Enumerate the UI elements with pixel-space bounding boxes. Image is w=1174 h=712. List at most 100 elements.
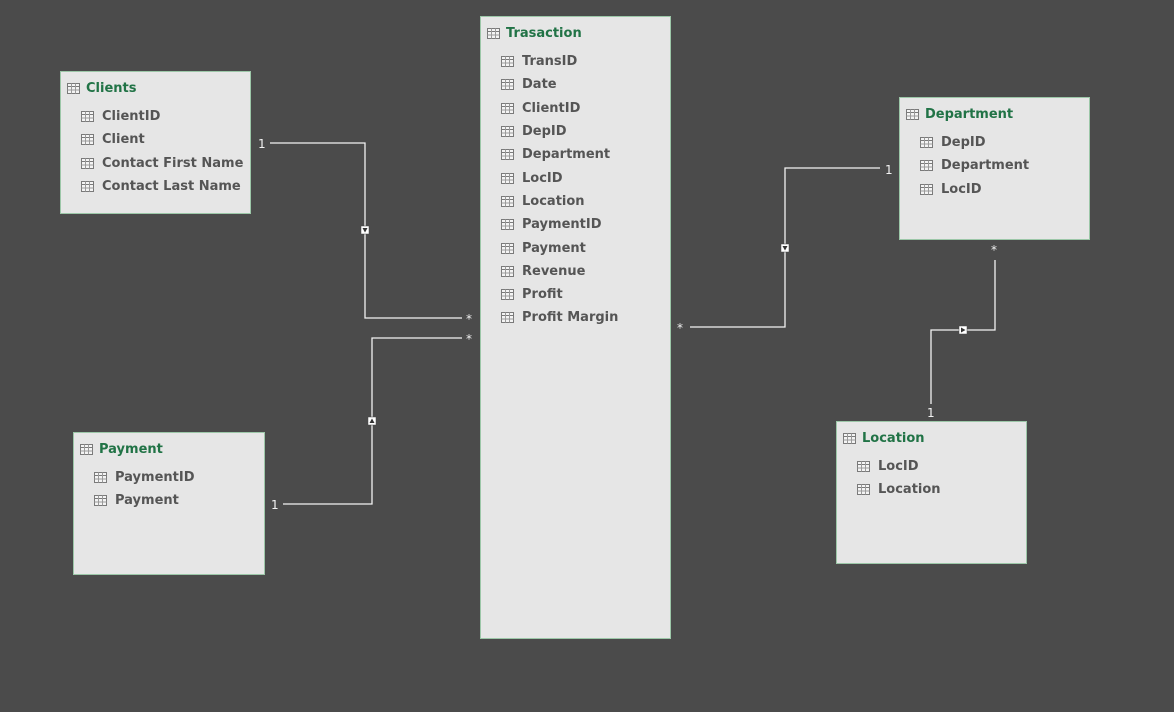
table-header: Trasaction [481,23,670,43]
field-list: PaymentID Payment [74,466,264,513]
field-row[interactable]: PaymentID [481,213,670,236]
cardinality-one-label: 1 [271,498,279,512]
field-label: Revenue [522,263,586,279]
table-transaction[interactable]: Trasaction TransID Date ClientID DepID D… [480,16,671,639]
field-row[interactable]: Payment [481,236,670,259]
field-row[interactable]: DepID [900,131,1089,154]
field-row[interactable]: Location [837,478,1026,501]
field-label: Department [522,147,611,163]
field-label: Contact Last Name [102,179,241,195]
field-row[interactable]: Client [61,128,250,151]
filter-direction-icon [780,243,790,253]
cardinality-many-label: * [991,243,997,257]
field-label: Payment [522,240,586,256]
cardinality-one-label: 1 [927,406,935,420]
relationship-line[interactable] [930,260,996,404]
column-icon [501,172,514,184]
column-icon [501,79,514,91]
filter-direction-icon [367,416,377,426]
column-icon [501,265,514,277]
field-label: PaymentID [115,470,195,486]
column-icon [501,195,514,207]
field-row[interactable]: Profit Margin [481,306,670,329]
field-row[interactable]: Revenue [481,260,670,283]
field-label: Department [941,158,1030,174]
column-icon [501,289,514,301]
relationship-clients-transaction[interactable]: 1 * [258,137,472,326]
field-label: Profit Margin [522,310,619,326]
cardinality-many-label: * [466,312,472,326]
field-row[interactable]: LocID [837,455,1026,478]
relationship-department-transaction[interactable]: 1 * [677,163,893,335]
field-list: LocID Location [837,455,1026,502]
field-label: PaymentID [522,217,602,233]
table-department[interactable]: Department DepID Department LocID [899,97,1090,240]
column-icon [81,111,94,123]
relationship-location-department[interactable]: 1 * [927,243,997,420]
table-header: Clients [61,78,250,98]
field-row[interactable]: Department [481,143,670,166]
table-payment[interactable]: Payment PaymentID Payment [73,432,265,575]
column-icon [501,312,514,324]
field-label: TransID [522,54,578,70]
field-row[interactable]: LocID [900,178,1089,201]
table-icon [487,27,500,39]
cardinality-many-label: * [466,332,472,346]
relationship-line[interactable] [283,337,462,505]
arrow-down-icon [782,246,788,251]
field-list: TransID Date ClientID DepID Department L… [481,50,670,330]
field-label: ClientID [102,109,161,125]
field-list: ClientID Client Contact First Name Conta… [61,105,250,198]
field-row[interactable]: Payment [74,489,264,512]
arrow-down-icon [362,228,368,233]
field-label: Client [102,132,145,148]
field-row[interactable]: Location [481,190,670,213]
column-icon [920,137,933,149]
column-icon [920,183,933,195]
table-header: Department [900,104,1089,124]
table-icon [906,108,919,120]
table-location[interactable]: Location LocID Location [836,421,1027,564]
column-icon [501,219,514,231]
arrow-right-icon [961,327,966,333]
column-icon [501,126,514,138]
column-icon [81,134,94,146]
cardinality-one-label: 1 [258,137,266,151]
column-icon [501,149,514,161]
field-label: Date [522,77,557,93]
field-row[interactable]: Department [900,154,1089,177]
field-label: DepID [941,135,986,151]
cardinality-many-label: * [677,321,683,335]
field-row[interactable]: ClientID [481,97,670,120]
relationship-payment-transaction[interactable]: 1 * [271,332,472,512]
table-icon [67,82,80,94]
field-row[interactable]: ClientID [61,105,250,128]
filter-direction-icon [360,225,370,235]
relationship-line[interactable] [270,142,462,319]
column-icon [81,157,94,169]
field-label: ClientID [522,100,581,116]
field-row[interactable]: PaymentID [74,466,264,489]
table-title: Location [862,430,925,446]
table-clients[interactable]: Clients ClientID Client Contact First Na… [60,71,251,214]
field-row[interactable]: Profit [481,283,670,306]
field-row[interactable]: Contact Last Name [61,175,250,198]
table-title: Payment [99,441,163,457]
table-title: Clients [86,80,137,96]
column-icon [857,484,870,496]
field-label: LocID [941,181,982,197]
field-row[interactable]: Date [481,73,670,96]
column-icon [501,56,514,68]
field-label: Contact First Name [102,155,244,171]
field-row[interactable]: LocID [481,166,670,189]
field-label: Payment [115,493,179,509]
field-list: DepID Department LocID [900,131,1089,201]
relationship-line[interactable] [690,167,880,328]
column-icon [94,495,107,507]
field-row[interactable]: TransID [481,50,670,73]
column-icon [857,461,870,473]
field-row[interactable]: DepID [481,120,670,143]
table-icon [80,443,93,455]
field-row[interactable]: Contact First Name [61,152,250,175]
